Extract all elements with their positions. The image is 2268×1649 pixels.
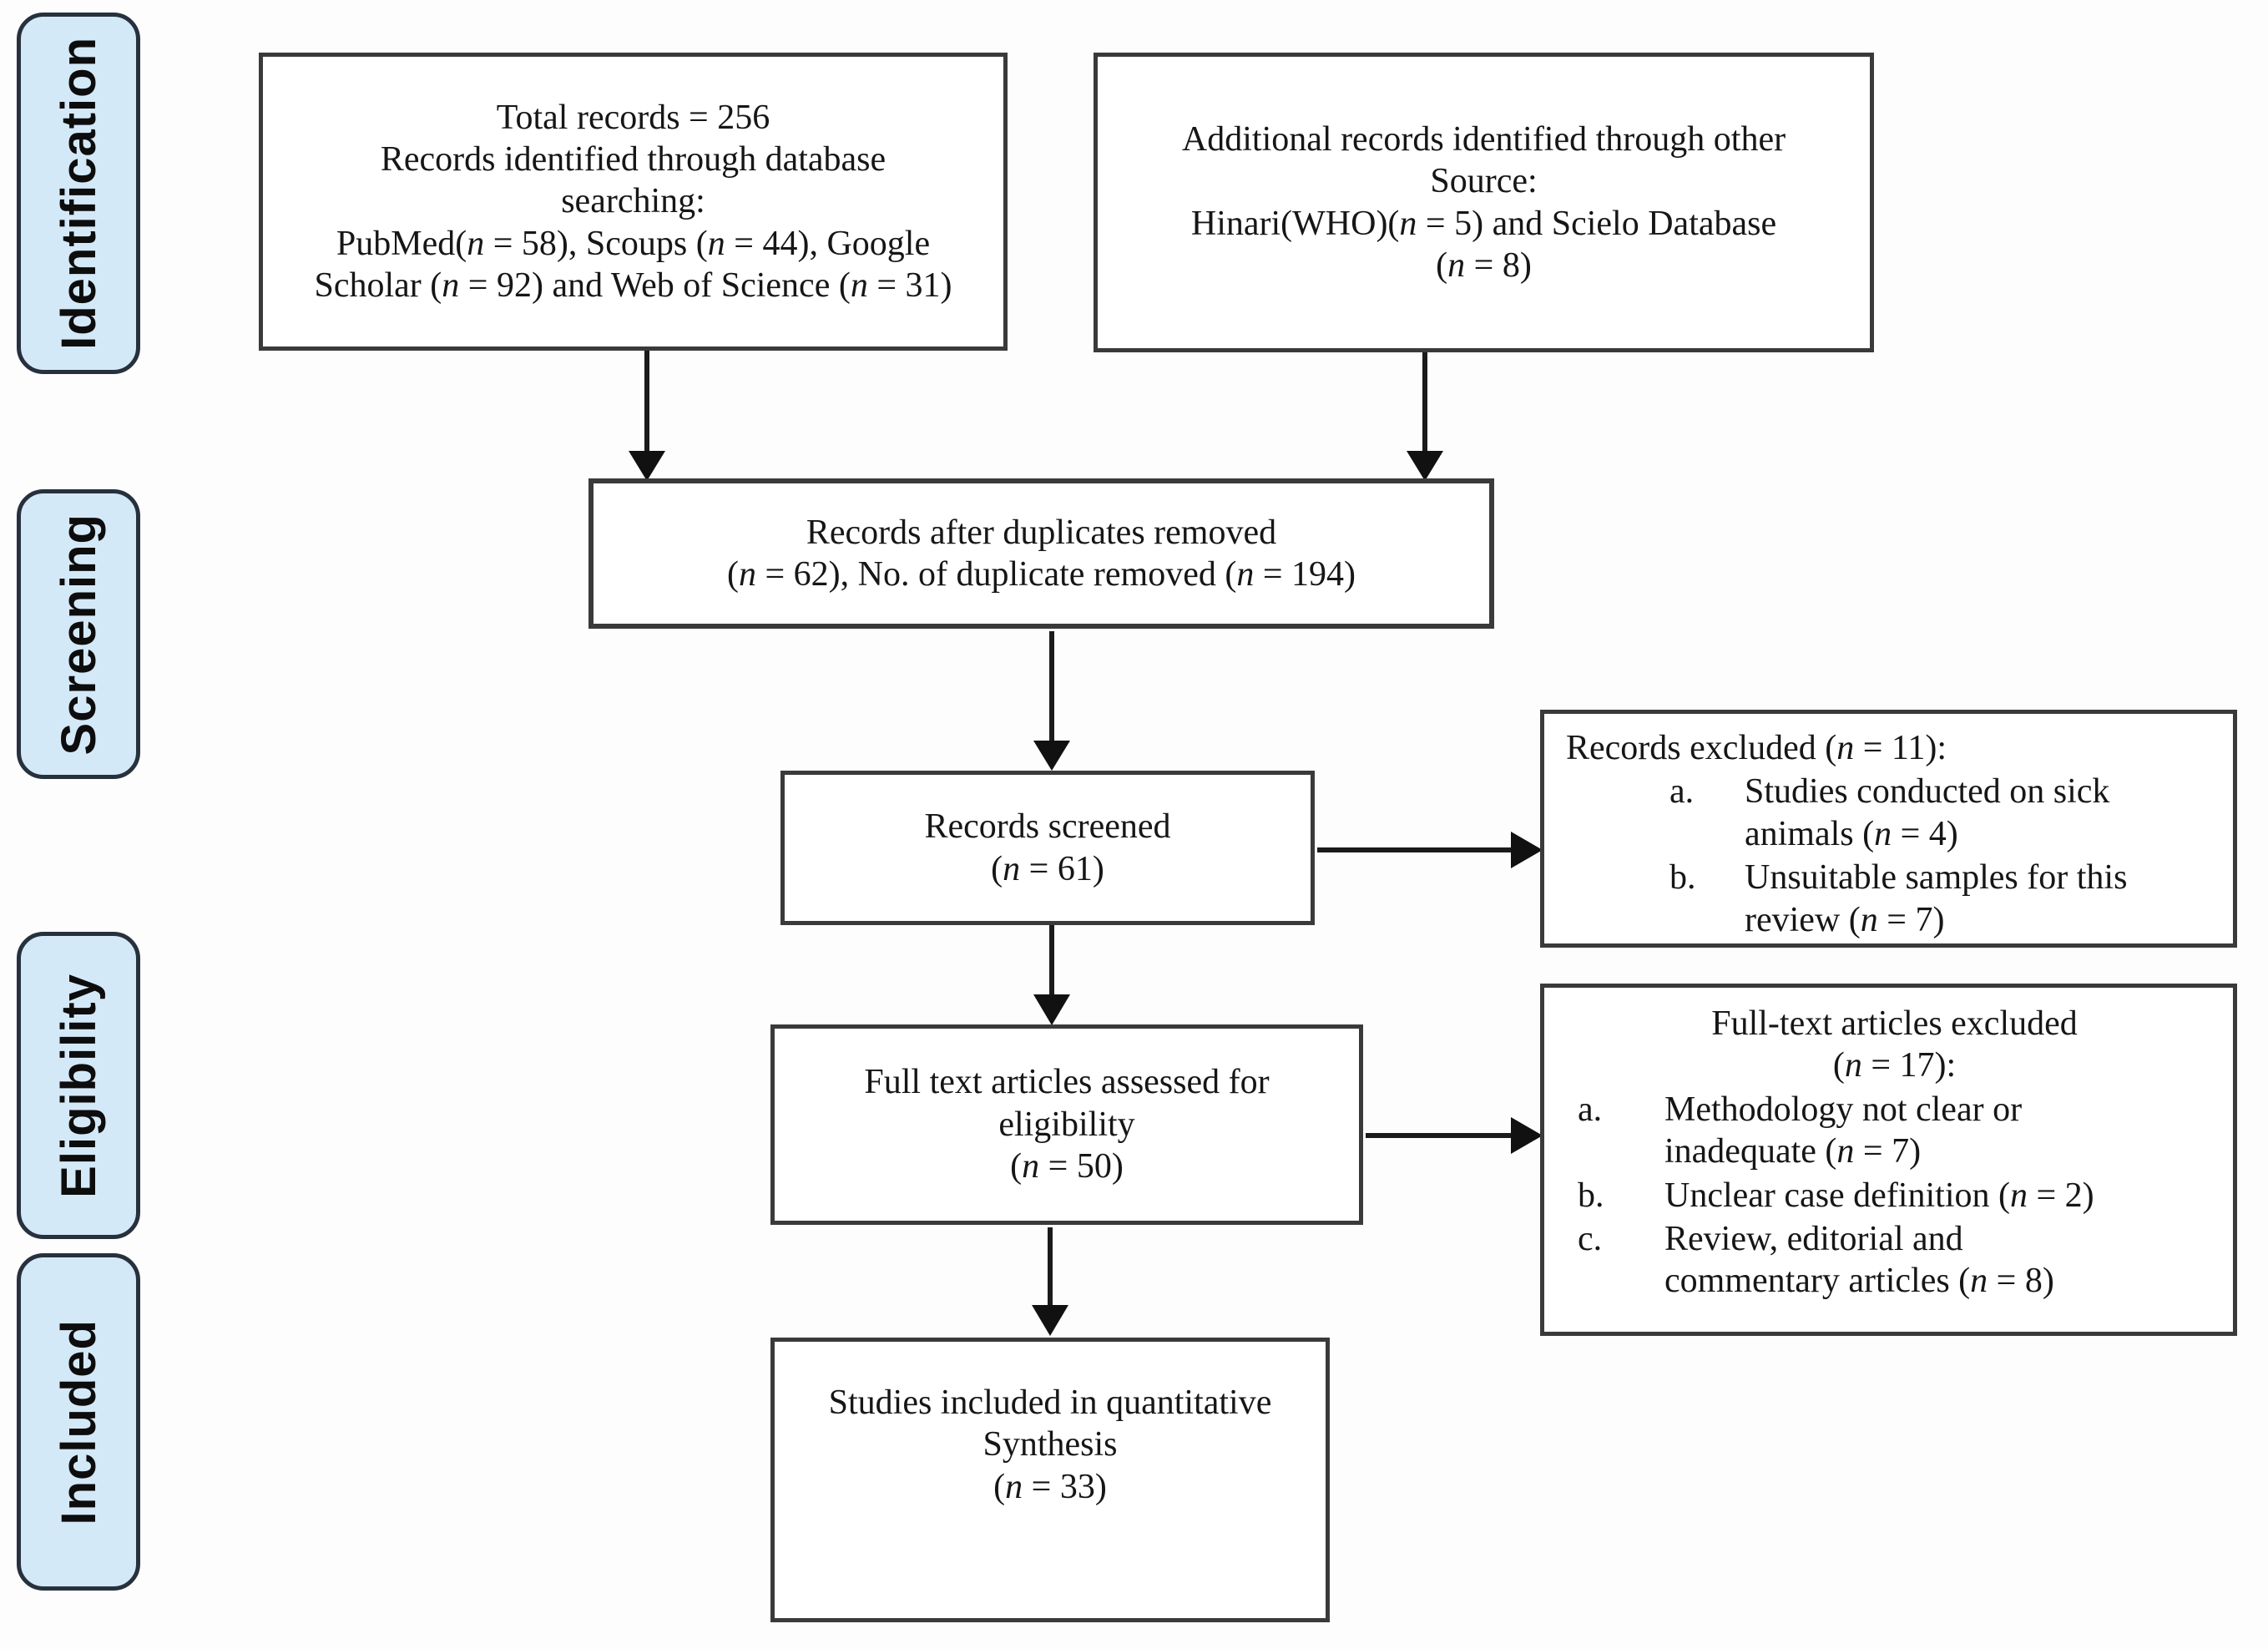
excluded-reason-item: a. Studies conducted on sick animals (n … (1566, 771, 2218, 855)
box-included-synthesis: Studies included in quantitative Synthes… (770, 1338, 1330, 1622)
stage-label-identification: Identification (17, 13, 140, 374)
box-records-identified-other-source: Additional records identified through ot… (1094, 53, 1874, 352)
box-records-excluded: Records excluded (n = 11): a. Studies co… (1540, 710, 2237, 948)
box-fulltext-assessed: Full text articles assessed for eligibil… (770, 1024, 1363, 1225)
item-text: Methodology not clear or inadequate (n =… (1664, 1090, 2023, 1171)
stage-label-screening: Screening (17, 489, 140, 779)
item-text: Studies conducted on sick animals (n = 4… (1745, 772, 2110, 853)
item-text: Review, editorial and commentary article… (1664, 1219, 2054, 1301)
stage-label-eligibility: Eligibility (17, 932, 140, 1239)
box-fulltext-excluded: Full-text articles excluded (n = 17): a.… (1540, 984, 2237, 1336)
item-text: Unsuitable samples for this review (n = … (1745, 858, 2128, 939)
item-marker: a. (1669, 772, 1695, 812)
stage-label-text: Included (51, 1318, 106, 1525)
box-text: Total records = 256 Records identified t… (314, 98, 952, 306)
arrow-database-to-duplicates (629, 351, 665, 481)
arrow-screened-to-fulltext (1033, 925, 1070, 1025)
arrow-fulltext-to-included (1032, 1227, 1068, 1336)
stage-label-included: Included (17, 1253, 140, 1591)
excluded-reason-item: b. Unclear case definition (n = 2) (1573, 1175, 2216, 1217)
box-duplicates-removed: Records after duplicates removed (n = 62… (588, 478, 1494, 629)
excluded-reason-item: c. Review, editorial and commentary arti… (1573, 1218, 2216, 1303)
arrow-other-source-to-duplicates (1407, 352, 1443, 481)
box-text: Studies included in quantitative Synthes… (828, 1383, 1272, 1506)
stage-label-text: Screening (51, 513, 106, 756)
item-marker: c. (1578, 1219, 1603, 1258)
excluded-reason-item: a. Methodology not clear or inadequate (… (1573, 1089, 2216, 1173)
box-text: Full text articles assessed for eligibil… (864, 1063, 1270, 1186)
box-records-identified-database: Total records = 256 Records identified t… (259, 53, 1008, 351)
box-text: Records after duplicates removed (n = 62… (726, 513, 1356, 594)
box-text: Records screened (n = 61) (924, 807, 1171, 888)
stage-label-text: Eligibility (51, 973, 106, 1198)
item-marker: a. (1578, 1090, 1603, 1129)
excluded-reason-item: b. Unsuitable samples for this review (n… (1566, 857, 2218, 941)
item-marker: b. (1669, 858, 1696, 898)
box-title: Full-text articles excluded (n = 17): (1711, 1004, 2078, 1085)
item-text: Unclear case definition (n = 2) (1664, 1176, 2094, 1215)
box-title: Records excluded (n = 11): (1566, 729, 1947, 767)
arrow-fulltext-to-excluded (1366, 1117, 1543, 1154)
arrow-screened-to-excluded (1317, 832, 1543, 868)
box-records-screened: Records screened (n = 61) (780, 771, 1315, 925)
arrow-duplicates-to-screened (1033, 631, 1070, 771)
item-marker: b. (1578, 1176, 1604, 1215)
box-text: Additional records identified through ot… (1181, 119, 1786, 285)
stage-label-text: Identification (51, 37, 106, 350)
